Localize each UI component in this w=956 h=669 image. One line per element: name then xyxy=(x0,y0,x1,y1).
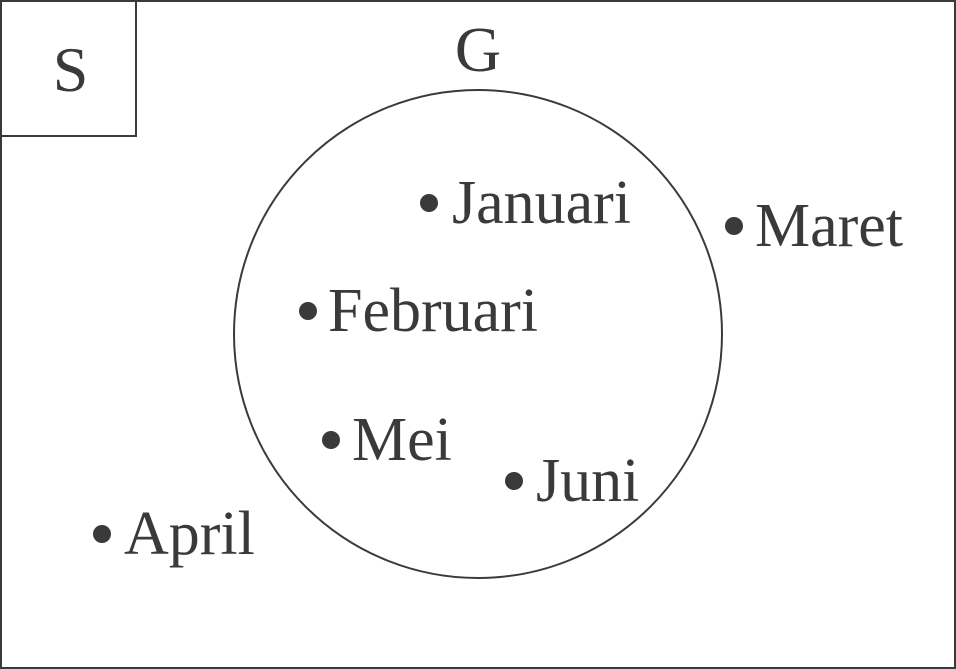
set-g-label: G xyxy=(454,14,502,85)
element-label: Juni xyxy=(536,447,640,515)
element-label: Mei xyxy=(352,406,452,474)
element-dot xyxy=(725,217,743,235)
set-g-circle xyxy=(233,89,723,579)
universal-set-label-box: S xyxy=(0,0,137,137)
element-label: Februari xyxy=(328,277,539,345)
element-label: Januari xyxy=(452,169,632,237)
element-label: April xyxy=(124,500,255,568)
element-dot xyxy=(322,431,340,449)
element-dot xyxy=(420,194,438,212)
universal-set-label: S xyxy=(52,34,89,105)
element-dot xyxy=(505,472,523,490)
element-dot xyxy=(299,302,317,320)
element-dot xyxy=(93,525,111,543)
element-label: Maret xyxy=(755,192,904,260)
